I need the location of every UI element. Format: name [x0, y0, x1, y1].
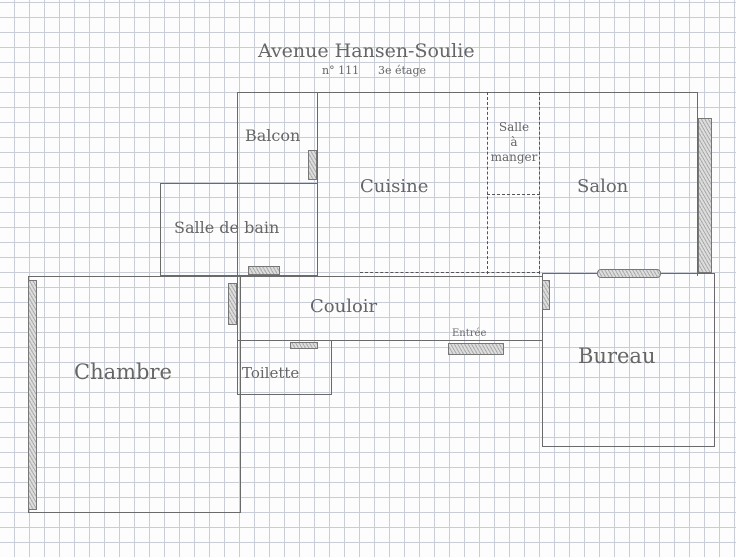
- floor-number: 3e étage: [378, 64, 427, 77]
- label-bureau: Bureau: [578, 344, 656, 368]
- sliding-door: [597, 269, 661, 278]
- room-couloir: [237, 276, 543, 341]
- chambre-door: [228, 283, 237, 325]
- label-balcon: Balcon: [245, 126, 301, 145]
- bureau-door: [542, 280, 550, 310]
- address-title: Avenue Hansen-Soulie: [258, 40, 475, 62]
- label-a: à: [510, 135, 518, 149]
- street-number: n° 111: [322, 64, 360, 77]
- salle-a-manger-right-divider: [539, 92, 540, 274]
- label-salle: Salle: [498, 120, 530, 134]
- salle-de-bain-door: [248, 266, 280, 275]
- label-entree: Entrée: [452, 328, 487, 339]
- room-toilette: [237, 340, 332, 395]
- label-manger: manger: [490, 150, 538, 164]
- label-toilette: Toilette: [242, 364, 300, 382]
- label-chambre: Chambre: [74, 360, 172, 384]
- salle-a-manger-left-divider: [487, 92, 488, 274]
- toilette-door: [290, 342, 318, 349]
- chambre-window: [28, 280, 37, 510]
- label-couloir: Couloir: [310, 296, 378, 317]
- main-living-block: [237, 92, 698, 276]
- room-chambre: [28, 276, 241, 513]
- salle-a-manger-bottom-divider: [487, 194, 540, 195]
- label-salon: Salon: [577, 176, 629, 197]
- label-cuisine: Cuisine: [360, 176, 429, 197]
- cuisine-salon-divider: [360, 272, 540, 273]
- balcon-door: [308, 150, 317, 180]
- entree-door[interactable]: [448, 343, 504, 355]
- label-salle-de-bain: Salle de bain: [174, 218, 280, 237]
- room-salle-de-bain: [160, 183, 318, 276]
- label-salle-a-manger: Salle à manger: [489, 120, 539, 165]
- salon-window: [698, 118, 712, 273]
